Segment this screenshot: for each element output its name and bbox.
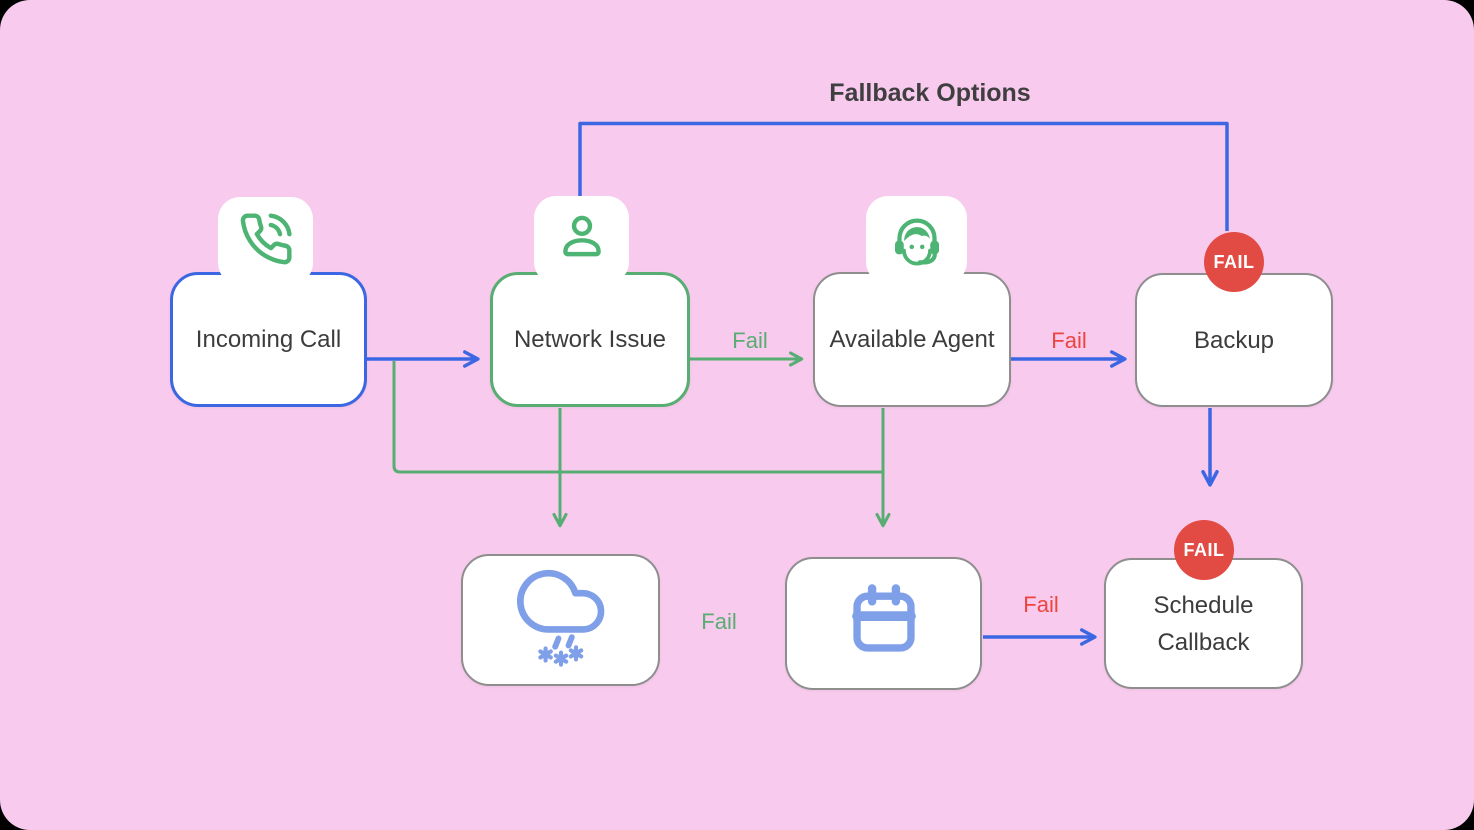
edge-label-fail-network-agent: Fail xyxy=(732,328,768,353)
schedule-callback-fail-badge: FAIL xyxy=(1174,520,1234,580)
node-available-agent: Available Agent xyxy=(813,272,1011,407)
support-agent-icon xyxy=(887,210,947,275)
node-network-issue: Network Issue xyxy=(490,272,690,407)
edge-label-fail-agent-backup: Fail xyxy=(1051,328,1087,353)
node-weather-disruption xyxy=(461,554,660,686)
node-calendar-slot xyxy=(785,557,982,690)
edge-label-fail-calendar-schedule: Fail xyxy=(1023,592,1059,617)
node-incoming-call: Incoming Call xyxy=(170,272,367,407)
node-backup: Backup xyxy=(1135,273,1333,407)
phone-incoming-icon xyxy=(238,211,294,272)
available-agent-icon-card xyxy=(866,196,967,284)
node-backup-label: Backup xyxy=(1193,326,1275,354)
network-issue-icon-card xyxy=(534,196,629,284)
calendar-icon xyxy=(842,579,926,668)
cloud-sleet-icon xyxy=(511,568,611,673)
node-available-agent-label: Available Agent xyxy=(829,326,995,353)
backup-fail-badge: FAIL xyxy=(1204,232,1264,292)
incoming-call-icon-card xyxy=(218,197,313,285)
node-schedule-callback-label: Schedule Callback xyxy=(1153,591,1254,656)
node-network-issue-label: Network Issue xyxy=(513,326,667,353)
user-icon xyxy=(554,210,610,271)
edge-label-fail-weather-calendar: Fail xyxy=(701,609,737,634)
diagram-title: Fallback Options xyxy=(829,79,1031,107)
node-incoming-call-label: Incoming Call xyxy=(195,326,342,353)
